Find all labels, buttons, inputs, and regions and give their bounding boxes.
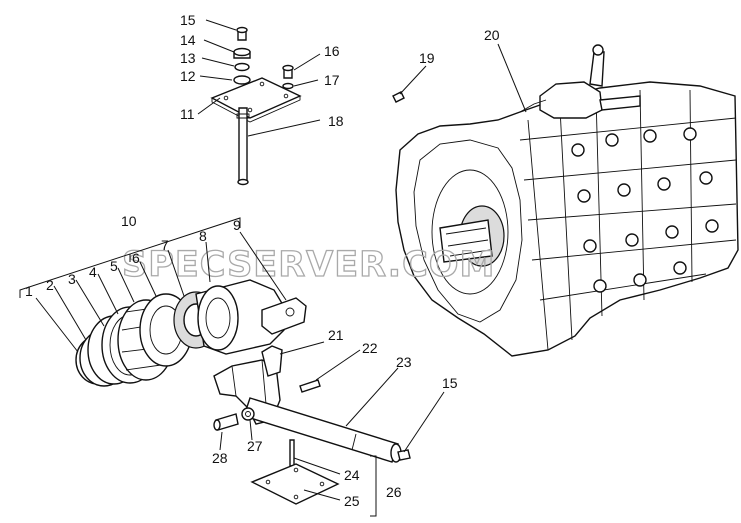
plug-19	[392, 91, 405, 103]
key-22	[299, 379, 321, 393]
callout-13: 13	[180, 50, 196, 66]
callout-5: 5	[110, 258, 118, 274]
callout-8: 8	[199, 228, 207, 244]
callout-labels: 1 2 3 4 5 6 7 8 9 10 11 12 13 14 15 15 1…	[25, 12, 500, 509]
callout-6: 6	[132, 250, 140, 266]
callout-7: 7	[161, 237, 169, 253]
rod-18	[238, 107, 248, 183]
callout-12: 12	[180, 68, 196, 84]
callout-26: 26	[386, 484, 402, 500]
release-bearing-assembly	[75, 279, 307, 387]
callout-16: 16	[324, 43, 340, 59]
lug-9	[261, 297, 307, 335]
callout-11: 11	[180, 106, 195, 122]
breather-15	[236, 26, 248, 34]
callout-9: 9	[233, 217, 241, 233]
leader-lines	[19, 19, 527, 517]
callout-19: 19	[419, 50, 435, 66]
callout-20: 20	[484, 27, 500, 43]
callout-10: 10	[121, 213, 137, 229]
gearbox-housing	[395, 44, 739, 357]
washer-13	[234, 62, 250, 72]
pin-24	[289, 439, 295, 467]
callout-15-bottom: 15	[442, 375, 458, 391]
watermark: SPECSERVER.COM	[122, 245, 495, 285]
callout-28: 28	[212, 450, 228, 466]
callout-2: 2	[46, 277, 54, 293]
callout-25: 25	[344, 493, 360, 509]
plate-25	[250, 463, 340, 505]
callout-14: 14	[180, 32, 196, 48]
callout-22: 22	[362, 340, 378, 356]
washer-12	[233, 75, 251, 85]
callout-3: 3	[68, 271, 76, 287]
release-fork-assembly	[213, 345, 411, 505]
callout-1: 1	[25, 283, 33, 299]
callout-18: 18	[328, 113, 344, 129]
callout-27: 27	[247, 438, 263, 454]
callout-24: 24	[344, 467, 360, 483]
washer-17	[282, 82, 294, 90]
callout-23: 23	[396, 354, 412, 370]
inspection-cover-assembly	[210, 26, 302, 186]
callout-17: 17	[324, 72, 340, 88]
shaft-23	[243, 397, 399, 463]
callout-15-top: 15	[180, 12, 196, 28]
callout-4: 4	[89, 264, 97, 280]
callout-21: 21	[328, 327, 344, 343]
nut-27	[241, 407, 255, 421]
